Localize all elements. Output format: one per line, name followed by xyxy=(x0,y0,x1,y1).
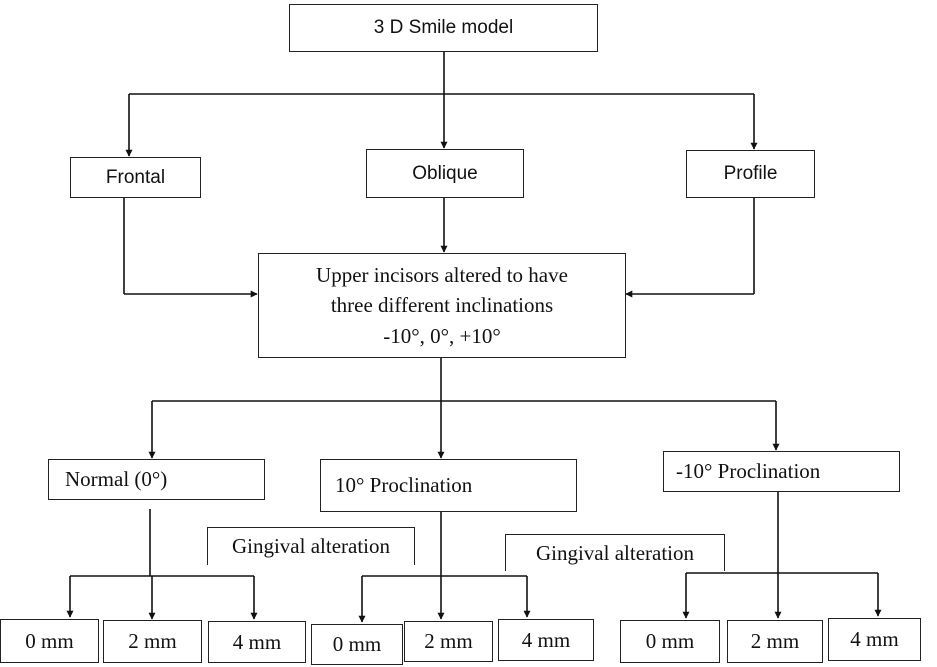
measure-node: 4 mm xyxy=(498,619,594,661)
gingival-alteration-label: Gingival alteration xyxy=(505,534,725,571)
measure-node: 0 mm xyxy=(311,624,403,665)
inclination-alteration-node: Upper incisors altered to have three dif… xyxy=(258,253,626,358)
center-line-3: -10°, 0°, +10° xyxy=(383,323,501,348)
gingival-alteration-label: Gingival alteration xyxy=(207,527,415,565)
measure-node: 4 mm xyxy=(828,618,921,661)
center-line-2: three different inclinations xyxy=(330,293,554,318)
root-node: 3 D Smile model xyxy=(289,4,598,52)
measure-node: 0 mm xyxy=(0,619,99,663)
measure-node: 4 mm xyxy=(208,621,306,663)
view-node-oblique: Oblique xyxy=(366,149,524,198)
measure-node: 2 mm xyxy=(727,620,823,663)
center-line-1: Upper incisors altered to have xyxy=(316,262,568,287)
view-node-frontal: Frontal xyxy=(70,157,201,198)
inclination-node-proclination: 10° Proclination xyxy=(320,459,577,512)
inclination-node-normal: Normal (0°) xyxy=(48,459,265,500)
inclination-node-retroclination: -10° Proclination xyxy=(663,451,900,492)
measure-node: 0 mm xyxy=(620,620,720,663)
measure-node: 2 mm xyxy=(103,620,202,663)
measure-node: 2 mm xyxy=(404,621,493,662)
view-node-profile: Profile xyxy=(686,150,815,198)
